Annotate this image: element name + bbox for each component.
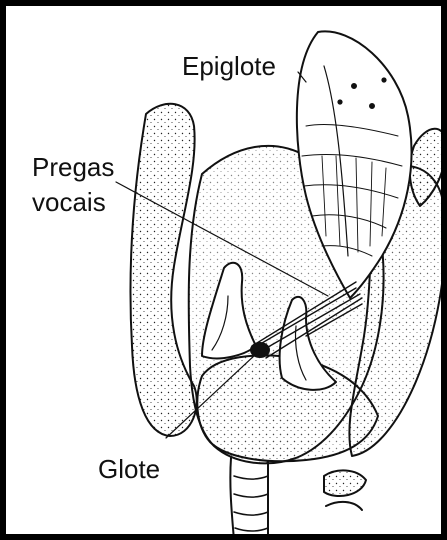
label-pregas-vocais-line2: vocais	[32, 186, 106, 218]
label-pregas-vocais-line1: Pregas	[32, 151, 114, 183]
glottis	[251, 343, 269, 357]
trachea	[230, 458, 366, 540]
left-cartilage	[131, 104, 197, 436]
larynx-illustration	[6, 6, 447, 540]
label-glote: Glote	[98, 453, 160, 485]
label-epiglote: Epiglote	[182, 50, 276, 82]
